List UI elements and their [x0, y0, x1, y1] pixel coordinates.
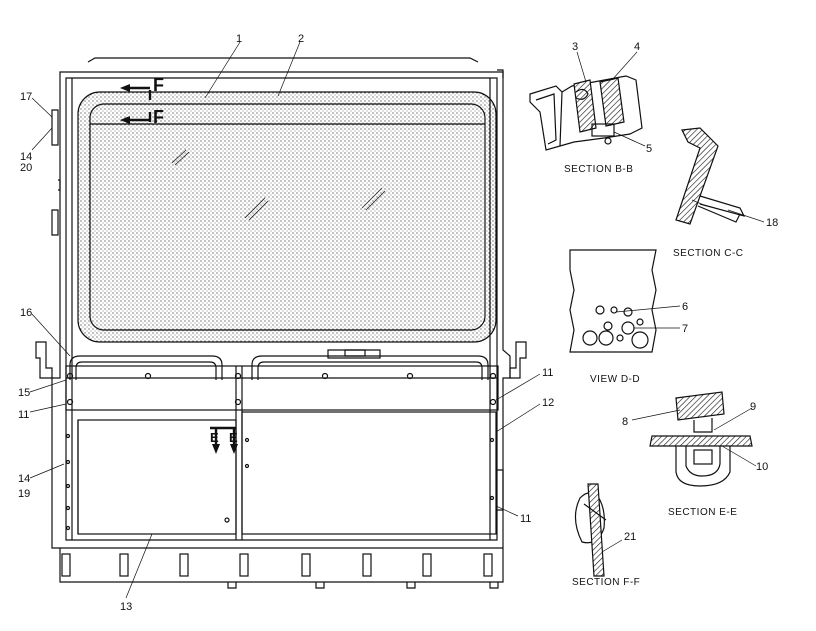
callout-6: 6 [682, 301, 688, 313]
section-label-cc: SECTION C-C [673, 248, 744, 259]
section-ff: SECTION F-F [572, 483, 640, 588]
section-label-dd: VIEW D-D [590, 374, 640, 385]
section-bb: SECTION B-B [529, 51, 646, 175]
callout-11-right-lower: 11 [520, 513, 531, 525]
main-panel: F F [35, 57, 527, 589]
callout-14-upper: 14 [20, 151, 32, 163]
sill-feet [227, 582, 499, 589]
rail-perforations [65, 433, 71, 531]
callout-3: 3 [572, 41, 578, 53]
arrow-label-f-top: F [153, 75, 164, 95]
sill-slots [61, 553, 493, 577]
leader-lines [29, 41, 541, 599]
arrow-label-f-bottom: F [153, 107, 164, 127]
callout-8: 8 [622, 416, 628, 428]
view-dd: VIEW D-D [569, 249, 681, 385]
section-e-arrows: E E [210, 426, 238, 454]
section-label-bb: SECTION B-B [564, 164, 633, 175]
section-f-arrows: F F [120, 75, 164, 127]
section-ee: SECTION E-E [631, 391, 757, 518]
callout-11-left: 11 [18, 409, 29, 421]
callout-2: 2 [298, 33, 304, 45]
section-label-ff: SECTION F-F [572, 577, 640, 588]
callout-12: 12 [542, 397, 554, 409]
arrow-label-e-right: E [229, 430, 238, 445]
callout-4: 4 [634, 41, 640, 53]
callout-13: 13 [120, 601, 132, 613]
callout-18: 18 [766, 217, 778, 229]
callout-9: 9 [750, 401, 756, 413]
arrow-label-e-left: E [210, 430, 219, 445]
bolts [66, 372, 497, 406]
callout-10: 10 [756, 461, 768, 473]
section-cc: SECTION C-C [673, 127, 765, 259]
callout-15: 15 [18, 387, 30, 399]
callout-20: 20 [20, 162, 32, 174]
callout-5: 5 [646, 143, 652, 155]
callout-7: 7 [682, 323, 688, 335]
callout-17: 17 [20, 91, 32, 103]
glass-reflection-marks [171, 149, 386, 221]
callout-11-right-upper: 11 [542, 367, 553, 379]
handrail [69, 349, 489, 380]
callout-numbers: 1 2 3 4 5 6 7 8 9 10 11 11 11 11 12 13 1… [18, 33, 778, 613]
left-latch [35, 341, 53, 379]
callout-16: 16 [20, 307, 32, 319]
callout-21: 21 [624, 531, 636, 543]
callout-1: 1 [236, 33, 242, 45]
right-latch [509, 341, 527, 379]
callout-19: 19 [18, 488, 30, 500]
window-glass [89, 103, 486, 331]
section-label-ee: SECTION E-E [668, 507, 737, 518]
window-seal [77, 91, 497, 343]
callout-14: 14 [18, 473, 30, 485]
